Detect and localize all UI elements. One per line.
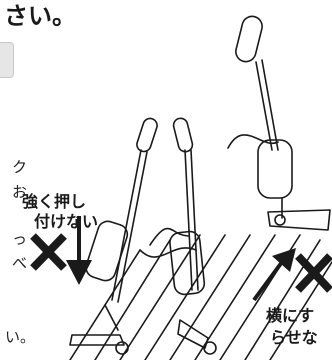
body-text-fragment: い。 [5,328,36,346]
body-text-fragment: お [12,183,28,201]
body-text-fragment: っ [12,230,28,248]
label-side-line1: 横にす [266,306,315,325]
vacuum-center [149,117,217,355]
heading-fragment: さい。 [4,2,76,30]
x-mark-icon [30,233,67,271]
vacuum-right [227,15,331,231]
step-box [0,42,14,78]
label-side-line2: らせな [270,328,318,347]
x-mark-icon [295,253,332,293]
label-press-line1: 強く押し [22,192,87,211]
body-text-fragment: べ [12,254,28,272]
body-text-fragment: ク [12,158,28,176]
label-press-line2: 付けない [34,212,99,231]
vacuum-left [69,117,158,355]
arrow-up-right-icon [252,248,296,302]
arrow-down-icon [66,216,92,285]
